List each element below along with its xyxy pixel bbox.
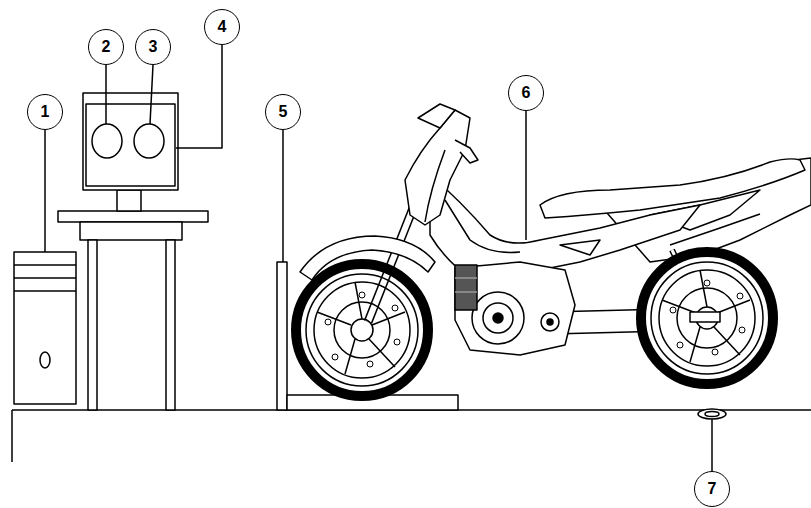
roller (705, 412, 719, 417)
callout-number: 7 (708, 481, 717, 497)
callout-circle: 3 (135, 29, 171, 65)
wheel-stand (277, 262, 458, 410)
bench-edge (11, 410, 13, 462)
callout-circle: 5 (265, 94, 301, 130)
leader-line (176, 45, 222, 148)
motorcycle (296, 104, 811, 396)
callout-circle: 7 (694, 471, 730, 507)
callout-number: 3 (149, 39, 158, 55)
computer-tower (14, 252, 76, 404)
callout-circle: 6 (508, 75, 544, 111)
leader-line (105, 65, 107, 124)
leader-line (525, 111, 527, 240)
leader-line (711, 419, 713, 471)
callout-number: 1 (41, 104, 50, 120)
monitor (83, 93, 178, 211)
leader-line (282, 130, 284, 262)
callout-circle: 4 (204, 9, 240, 45)
engine (455, 262, 575, 355)
leader-line (44, 130, 46, 252)
front-wheel (296, 264, 428, 396)
rear-wheel (641, 252, 773, 384)
callout-circle: 2 (88, 29, 124, 65)
callout-number: 6 (522, 85, 531, 101)
gauge (134, 124, 164, 158)
gauge (92, 124, 122, 158)
callout-number: 5 (279, 104, 288, 120)
leader-lines (45, 45, 712, 471)
leader-line (150, 65, 153, 124)
desk (58, 211, 208, 410)
callout-circle: 1 (27, 94, 63, 130)
callout-number: 2 (102, 39, 111, 55)
callout-number: 4 (218, 19, 227, 35)
roller (698, 409, 726, 419)
